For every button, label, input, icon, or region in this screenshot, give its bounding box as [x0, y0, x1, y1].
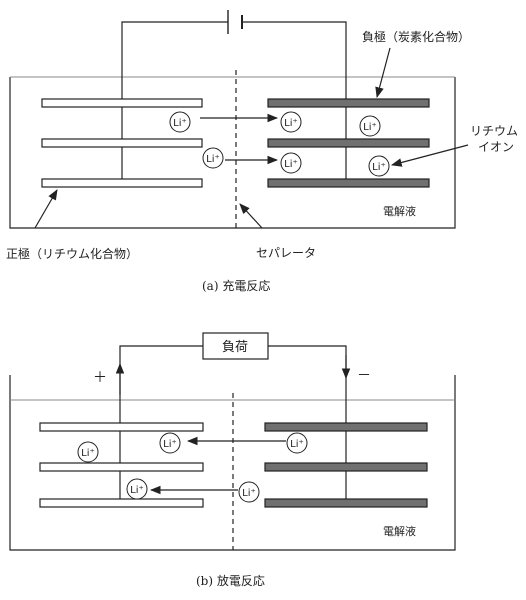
lithium-ion: Li⁺	[126, 478, 148, 500]
external-circuit-b	[119, 345, 347, 503]
svg-text:Li⁺: Li⁺	[363, 122, 377, 133]
panel-a-charging	[9, 10, 469, 229]
minus-sign: －	[357, 368, 371, 384]
caption-b: (b) 放電反応	[196, 573, 265, 588]
load-box	[202, 332, 269, 360]
svg-text:Li⁺: Li⁺	[130, 485, 144, 496]
negative-plate	[264, 422, 428, 432]
negative-label-leader	[375, 47, 391, 99]
positive-plate	[39, 498, 204, 508]
svg-text:Li⁺: Li⁺	[242, 488, 256, 499]
positive-plate	[41, 138, 203, 148]
svg-text:Li⁺: Li⁺	[206, 154, 220, 165]
negative-plate	[264, 498, 428, 508]
positive-plate	[41, 98, 203, 108]
lithium-ion-label-leader	[390, 144, 469, 167]
separator-label-leader	[239, 203, 263, 229]
electrolyte-label-a: 電解液	[383, 204, 416, 218]
electrolyte-label-b: 電解液	[383, 524, 416, 538]
positive-plate	[41, 178, 203, 188]
external-circuit-a	[121, 21, 347, 180]
electrolyte-tank-a	[9, 77, 456, 229]
svg-text:Li⁺: Li⁺	[284, 118, 298, 129]
negative-plate	[264, 462, 428, 472]
negative-plate	[267, 178, 430, 188]
lithium-ion: Li⁺	[169, 111, 191, 133]
lithium-ion: Li⁺	[238, 481, 260, 503]
lithium-ion-label-line1: リチウム	[470, 124, 518, 138]
positive-plate	[39, 422, 204, 432]
lithium-ion: Li⁺	[77, 441, 99, 463]
lithium-ion: Li⁺	[159, 432, 181, 454]
svg-text:Li⁺: Li⁺	[81, 448, 95, 459]
svg-text:Li⁺: Li⁺	[163, 439, 177, 450]
plus-sign: ＋	[93, 370, 107, 386]
panel-b-discharging	[9, 332, 456, 551]
positive-label-leader	[34, 189, 58, 229]
negative-plate	[267, 98, 430, 108]
lithium-ion: Li⁺	[286, 432, 308, 454]
svg-text:Li⁺: Li⁺	[372, 162, 386, 173]
svg-text:Li⁺: Li⁺	[290, 439, 304, 450]
lithium-ion: Li⁺	[359, 115, 381, 137]
lithium-ion-label-line2: イオン	[478, 140, 514, 154]
positive-plate	[39, 462, 204, 472]
caption-a: (a) 充電反応	[202, 278, 270, 293]
lithium-ion: Li⁺	[368, 155, 390, 177]
negative-plate	[267, 138, 430, 148]
lithium-ion: Li⁺	[202, 147, 224, 169]
positive-electrode-label: 正極（リチウム化合物）	[6, 246, 138, 261]
lithium-ion: Li⁺	[280, 152, 302, 174]
lithium-ion: Li⁺	[280, 111, 302, 133]
svg-text:Li⁺: Li⁺	[173, 118, 187, 129]
ions-b: Li⁺ Li⁺ Li⁺ Li⁺ Li⁺	[77, 432, 308, 503]
load-label: 負荷	[222, 340, 248, 355]
negative-electrode-label: 負極（炭素化合物）	[362, 29, 470, 44]
svg-text:Li⁺: Li⁺	[284, 159, 298, 170]
ions-a: Li⁺ Li⁺ Li⁺ Li⁺ Li⁺ Li⁺	[169, 111, 390, 177]
separator-label: セパレータ	[256, 246, 316, 260]
